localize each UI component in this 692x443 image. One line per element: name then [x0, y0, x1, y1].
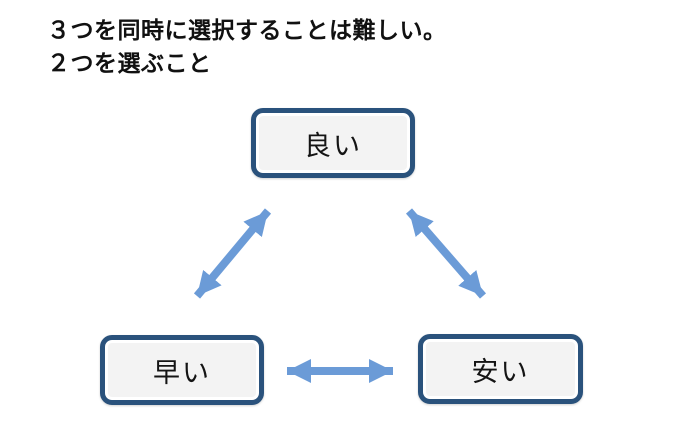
title-line-1: ３つを同時に選択することは難しい。 [47, 17, 447, 43]
node-fast: 早い [100, 335, 264, 405]
node-good-label: 良い [304, 130, 362, 161]
node-cheap-label: 安い [471, 356, 530, 387]
double-arrow-good-fast [193, 208, 272, 299]
double-arrow-good-cheap [405, 208, 487, 299]
slide-title: ３つを同時に選択することは難しい。 ２つを選ぶこと [47, 14, 447, 80]
node-cheap: 安い [418, 334, 583, 404]
node-good: 良い [251, 108, 415, 178]
node-fast-label: 早い [153, 357, 211, 388]
title-line-2: ２つを選ぶこと [47, 50, 212, 76]
